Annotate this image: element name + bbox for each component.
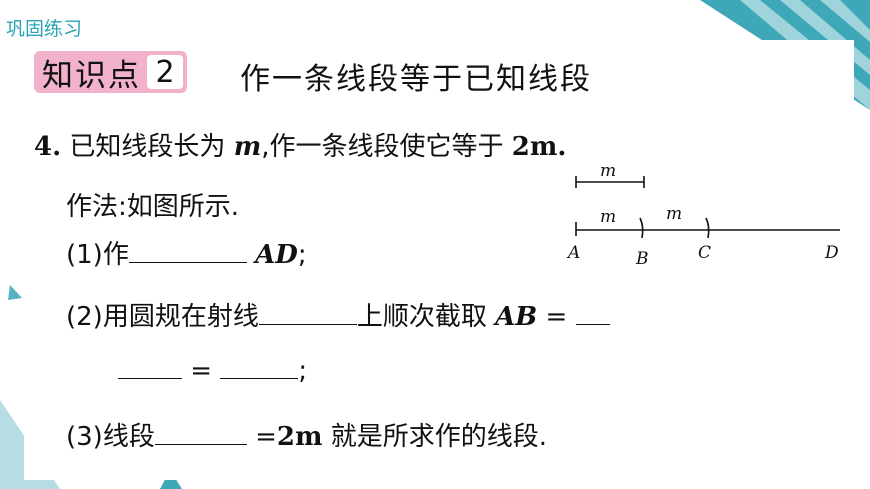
step3-eq: = bbox=[255, 422, 277, 452]
problem-number: 4. bbox=[34, 132, 62, 162]
step2-prefix: (2)用圆规在射线 bbox=[66, 302, 259, 332]
step2-AB: AB bbox=[495, 302, 538, 332]
section-title: 巩固练习 bbox=[6, 18, 83, 40]
step3-blank[interactable] bbox=[154, 422, 247, 445]
step2-eq: = bbox=[545, 302, 568, 332]
step3-prefix: (3)线段 bbox=[66, 422, 155, 452]
step-3: (3)线段 =2m 就是所求作的线段. bbox=[66, 416, 547, 453]
problem-stem: 4. 已知线段长为 m,作一条线段使它等于 2m. bbox=[34, 126, 566, 163]
construction-diagram: m m m A B C D bbox=[566, 161, 840, 269]
ref-label-m: m bbox=[600, 161, 616, 181]
arc-B bbox=[639, 217, 644, 239]
knowledge-point-number: 2 bbox=[147, 55, 183, 90]
stem-text-2: ,作一条线段使它等于 bbox=[261, 132, 504, 162]
step-2: (2)用圆规在射线 上顺次截取 AB = bbox=[66, 296, 610, 333]
seg1-label-m: m bbox=[600, 207, 616, 227]
point-D: D bbox=[824, 243, 839, 263]
knowledge-point-title: 作一条线段等于已知线段 bbox=[240, 62, 592, 97]
step3-2m: 2m bbox=[276, 422, 323, 452]
stem-2m: 2m bbox=[511, 132, 558, 162]
point-A: A bbox=[566, 243, 580, 263]
step2-blank-ray[interactable] bbox=[258, 302, 357, 325]
knowledge-point-badge: 知识点 2 bbox=[34, 50, 187, 94]
step-1: (1)作 AD; bbox=[66, 234, 307, 271]
step1-prefix: (1)作 bbox=[66, 240, 129, 270]
step-2-continued: = ; bbox=[118, 356, 307, 386]
step2b-end: ; bbox=[298, 356, 308, 386]
step1-blank[interactable] bbox=[128, 240, 247, 263]
step2b-eq: = bbox=[190, 356, 213, 386]
arc-C bbox=[705, 217, 710, 239]
step3-suffix: 就是所求作的线段. bbox=[330, 422, 548, 452]
step2-blank-1a[interactable] bbox=[575, 302, 610, 325]
stem-text-1: 已知线段长为 bbox=[69, 132, 226, 162]
step2-blank-2[interactable] bbox=[220, 356, 299, 379]
stem-end: . bbox=[557, 132, 567, 162]
knowledge-point-label: 知识点 bbox=[42, 57, 141, 94]
step2-mid: 上顺次截取 bbox=[356, 302, 487, 332]
method-line: 作法:如图所示. bbox=[66, 192, 240, 222]
knowledge-point-box: 知识点 2 bbox=[34, 51, 187, 94]
seg2-label-m: m bbox=[666, 204, 682, 224]
stem-m: m bbox=[233, 132, 262, 162]
content-panel bbox=[24, 40, 854, 480]
step1-suffix: ; bbox=[297, 240, 307, 270]
step2-blank-1b[interactable] bbox=[118, 356, 182, 379]
point-B: B bbox=[635, 249, 649, 269]
point-C: C bbox=[698, 243, 711, 263]
step1-AD: AD bbox=[255, 240, 298, 270]
